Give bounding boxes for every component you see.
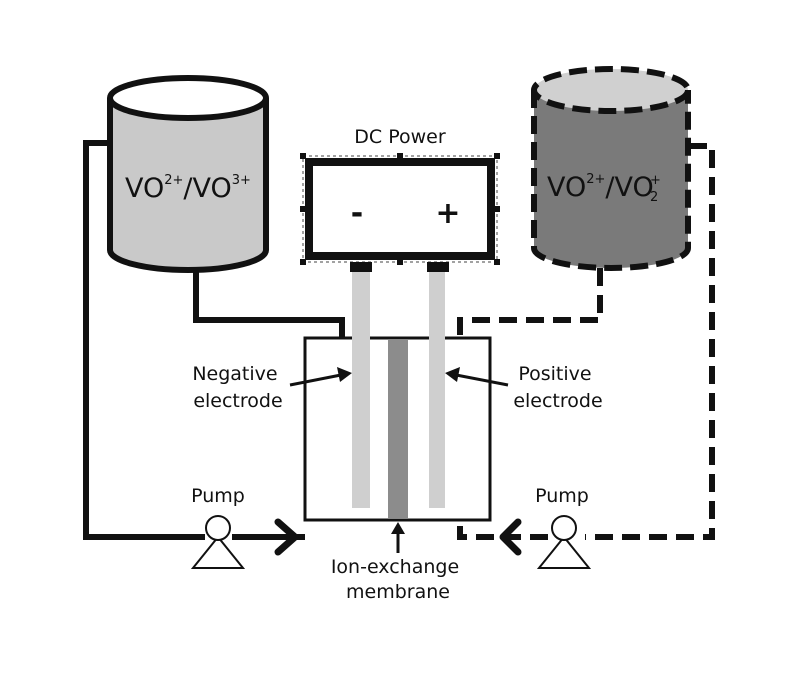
right-pump-icon <box>536 515 592 569</box>
membrane-label: Ion-exchange membrane <box>331 556 465 603</box>
left-pump-label: Pump <box>191 485 245 507</box>
positive-terminal <box>427 262 449 272</box>
negative-terminal <box>350 262 372 272</box>
right-pump-label: Pump <box>535 485 589 507</box>
positive-electrode <box>429 272 445 508</box>
resize-handles <box>300 153 500 265</box>
positive-terminal-sign: + <box>435 196 460 231</box>
positive-electrode-label: Positive electrode <box>513 363 602 412</box>
negative-terminal-sign: - <box>351 196 363 231</box>
left-tank: VO2+/VO3+ <box>107 75 269 273</box>
right-tank-subscript: 2 <box>650 190 658 205</box>
ion-exchange-membrane <box>388 340 408 518</box>
left-tank-label: VO2+/VO3+ <box>125 173 251 204</box>
right-flow-arrow <box>499 518 522 556</box>
right-tank-superscript: + <box>650 173 661 188</box>
negative-electrode <box>352 272 370 508</box>
positive-electrode-arrow <box>450 372 509 387</box>
left-flow-arrow <box>274 518 299 556</box>
right-tank-label: VO2+/VO <box>547 172 654 203</box>
dc-power-title: DC Power <box>354 126 446 148</box>
right-circuit-pipe <box>457 143 715 540</box>
negative-electrode-arrow <box>289 372 347 387</box>
dc-power-supply: - + <box>300 153 500 265</box>
negative-electrode-label: Negative electrode <box>192 363 283 412</box>
right-tank: VO2+/VO + 2 <box>531 66 691 271</box>
left-pump-icon <box>190 515 246 569</box>
